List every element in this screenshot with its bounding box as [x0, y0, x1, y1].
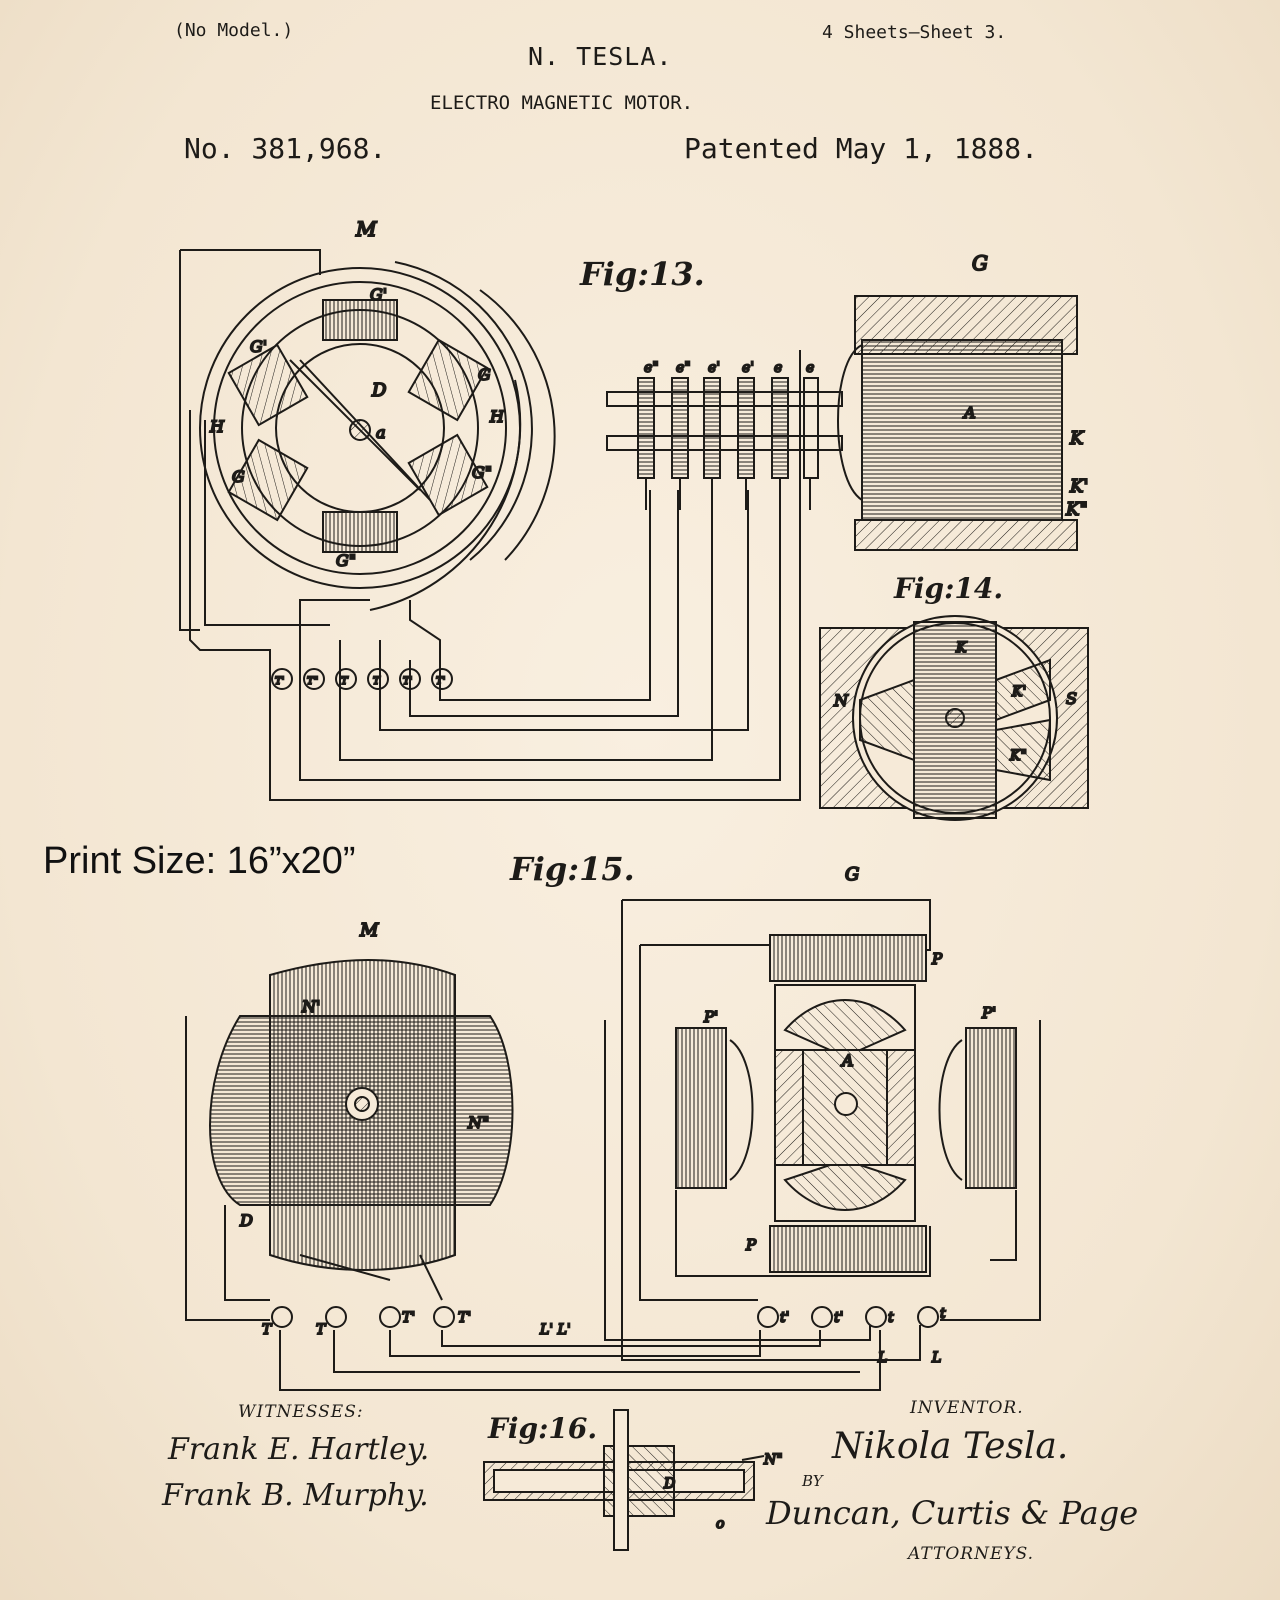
fig14-label: Fig:14.	[894, 572, 1004, 605]
svg-text:t: t	[940, 1306, 946, 1322]
svg-text:T: T	[341, 676, 349, 687]
svg-text:T: T	[373, 676, 381, 687]
svg-text:L' L': L' L'	[539, 1322, 571, 1338]
svg-text:e: e	[774, 360, 782, 376]
svg-text:P: P	[745, 1236, 757, 1254]
svg-text:T": T"	[307, 676, 318, 687]
svg-text:H: H	[209, 417, 225, 436]
fig16-drawing: D N" o	[483, 1409, 784, 1551]
svg-text:M: M	[359, 920, 379, 941]
svg-text:G: G	[972, 251, 988, 275]
svg-text:G: G	[232, 467, 245, 486]
svg-text:N: N	[833, 691, 849, 710]
svg-text:e: e	[806, 360, 814, 376]
fig13-label: Fig:13.	[580, 255, 705, 293]
svg-text:L: L	[931, 1350, 941, 1366]
svg-text:T: T	[262, 1322, 273, 1338]
print-size-label: Print Size: 16”x20”	[43, 840, 356, 882]
svg-text:o: o	[716, 1516, 724, 1532]
svg-text:T: T	[316, 1322, 327, 1338]
sheet-count: 4 Sheets—Sheet 3.	[822, 22, 1007, 43]
svg-text:S: S	[1066, 689, 1077, 708]
witness-signature-2: Frank B. Murphy.	[162, 1478, 429, 1513]
svg-text:e': e'	[708, 360, 720, 376]
svg-text:D: D	[663, 1476, 675, 1492]
svg-text:G': G'	[250, 337, 267, 356]
svg-text:A: A	[962, 403, 976, 422]
svg-text:N": N"	[467, 1113, 489, 1132]
svg-text:N': N'	[301, 997, 320, 1016]
svg-text:M: M	[355, 217, 377, 241]
svg-text:H: H	[489, 407, 505, 426]
fig14-drawing: K K' K" N S	[819, 615, 1089, 821]
no-model-note: (No Model.)	[174, 20, 294, 41]
attorneys-label: ATTORNEYS.	[908, 1544, 1035, 1564]
fig15-label: Fig:15.	[510, 850, 635, 888]
svg-text:P': P'	[981, 1004, 996, 1022]
svg-text:T': T'	[275, 676, 284, 687]
svg-text:G: G	[845, 864, 859, 885]
svg-text:A: A	[840, 1051, 854, 1070]
svg-text:K': K'	[1011, 684, 1026, 700]
svg-text:t': t'	[780, 1310, 789, 1326]
svg-text:P': P'	[703, 1008, 718, 1026]
svg-text:N": N"	[763, 1452, 783, 1468]
fig15-drawing: M G N' N" D A P' P'	[185, 863, 1041, 1391]
svg-text:G": G"	[472, 463, 492, 482]
attorneys-signature: Duncan, Curtis & Page	[766, 1494, 1139, 1532]
svg-text:T': T'	[436, 676, 445, 687]
svg-text:L: L	[877, 1350, 887, 1366]
svg-text:G': G'	[370, 285, 387, 304]
svg-text:G: G	[478, 365, 491, 384]
svg-text:K: K	[955, 640, 968, 656]
inventor-signature: Nikola Tesla.	[832, 1426, 1069, 1467]
by-label: BY	[802, 1472, 823, 1490]
svg-text:K": K"	[1009, 748, 1027, 764]
svg-text:e': e'	[742, 360, 754, 376]
svg-text:T': T'	[458, 1310, 471, 1326]
svg-text:K": K"	[1065, 499, 1088, 520]
svg-text:e": e"	[676, 360, 691, 376]
svg-text:P: P	[931, 950, 943, 968]
fig13-motor: M D a G' G' G G G"	[179, 216, 1089, 801]
svg-text:t': t'	[834, 1310, 843, 1326]
patent-date: Patented May 1, 1888.	[684, 132, 1039, 165]
inventor-label: INVENTOR.	[910, 1398, 1024, 1418]
witness-signature-1: Frank E. Hartley.	[168, 1432, 430, 1467]
witnesses-label: WITNESSES:	[238, 1402, 364, 1422]
patent-number: No. 381,968.	[184, 132, 387, 165]
svg-text:D: D	[239, 1211, 253, 1230]
fig16-label: Fig:16.	[488, 1412, 598, 1445]
svg-text:a: a	[376, 423, 386, 442]
svg-text:G": G"	[336, 551, 356, 570]
inventor-name: N. TESLA.	[528, 42, 673, 71]
svg-text:K': K'	[1069, 476, 1088, 497]
svg-text:T': T'	[403, 676, 412, 687]
svg-text:T': T'	[402, 1310, 415, 1326]
patent-title: ELECTRO MAGNETIC MOTOR.	[430, 92, 694, 114]
svg-text:t: t	[888, 1310, 894, 1326]
svg-text:D: D	[371, 380, 387, 401]
svg-text:e": e"	[644, 360, 659, 376]
svg-text:K: K	[1069, 428, 1085, 449]
